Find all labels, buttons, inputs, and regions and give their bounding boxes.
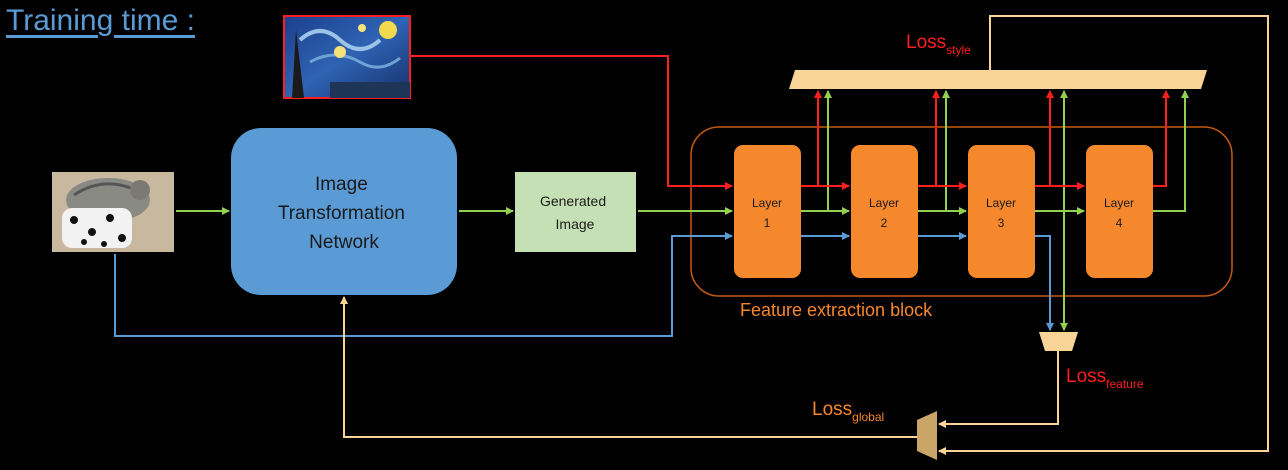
global-loss-aggregator [917, 411, 937, 460]
loss-feature-label: Lossfeature [1066, 366, 1144, 391]
itn-label: Image Transformation Network [278, 174, 410, 253]
generated-image-box [515, 172, 636, 252]
loss-style-label: Lossstyle [906, 32, 971, 57]
feature-block-label: Feature extraction block [740, 300, 933, 320]
page-title: Training time : [6, 4, 195, 37]
loss-path [340, 15, 1269, 455]
style-path [410, 55, 1170, 190]
generated-image-label: Generated Image [540, 193, 610, 232]
style-image [283, 15, 411, 99]
feature-loss-aggregator [1039, 332, 1078, 351]
content-path [114, 232, 1054, 337]
generated-path [176, 90, 1189, 331]
loss-global-label: Lossglobal [812, 399, 884, 424]
style-loss-aggregator [789, 70, 1207, 89]
image-transformation-network [231, 128, 457, 295]
content-image [52, 172, 174, 252]
